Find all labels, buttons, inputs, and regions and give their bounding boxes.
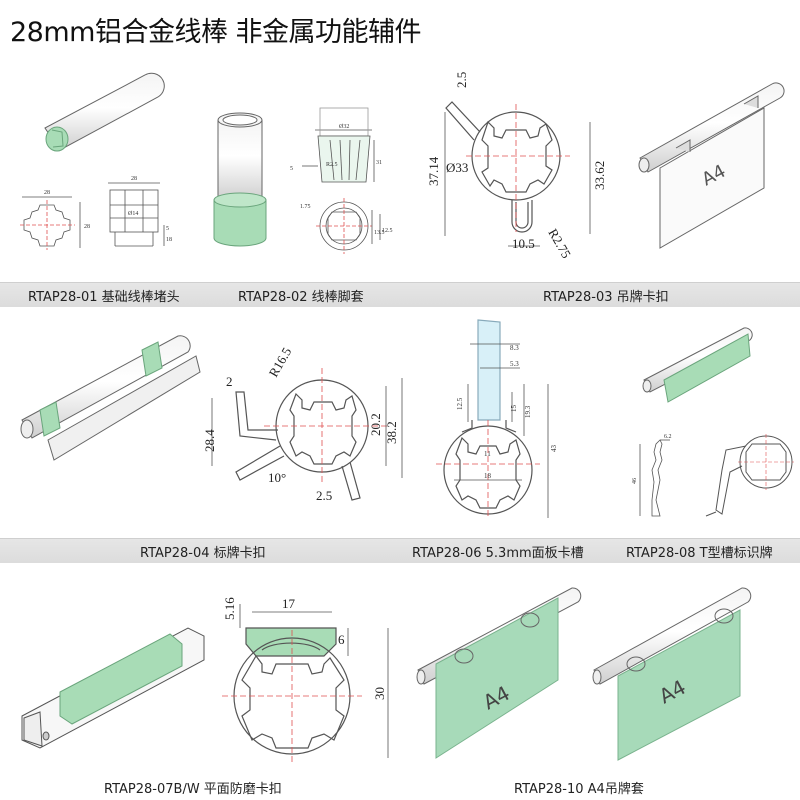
p08-dim-a: 6.2 xyxy=(664,434,672,440)
p06-dim-e: 19.3 xyxy=(524,405,532,418)
p10-a4-sign-sleeve-left xyxy=(416,587,582,759)
p06-dim-d: 15 xyxy=(510,405,518,413)
p01-front-view xyxy=(20,196,81,250)
caption-p10: RTAP28-10 A4吊牌套 xyxy=(514,782,644,797)
p07-dim-t: 6 xyxy=(338,632,345,647)
p02-dim-v: 5 xyxy=(290,166,293,172)
caption-bar-row2 xyxy=(0,538,800,563)
p06-dim-b: 5.3 xyxy=(510,360,519,368)
p04-dim-h: 28.4 xyxy=(202,429,217,452)
p07-flat-wear-clip xyxy=(21,627,205,749)
p08-mount-profile xyxy=(705,434,794,517)
caption-bar-row1 xyxy=(0,282,800,307)
p04-dim-a: 2 xyxy=(226,374,233,389)
p07-dim-h: 30 xyxy=(372,687,387,700)
p10-a4-sign-sleeve-right xyxy=(592,587,752,761)
caption-p08: RTAP28-08 T型槽标识牌 xyxy=(626,546,773,561)
p01-dim-w2: 28 xyxy=(131,176,137,182)
p04-dim-t: 2.5 xyxy=(316,488,332,503)
p03-dim-w: 10.5 xyxy=(512,236,535,251)
p06-dim-w: 18 xyxy=(484,472,492,480)
p06-dim-g: 11 xyxy=(484,450,491,458)
p07-clip-profile xyxy=(222,604,389,764)
p01-dim-h1: 28 xyxy=(84,224,90,230)
p02-bottom-view xyxy=(316,198,381,254)
p01-dim-b: 18 xyxy=(166,237,172,243)
p04-dim-b: 20.2 xyxy=(368,413,383,436)
p03-dim-h2: 33.62 xyxy=(592,161,607,190)
p03-dim-h1: 37.14 xyxy=(426,156,441,186)
p06-dim-f: 43 xyxy=(550,445,558,453)
p02-rod-foot-cover xyxy=(213,112,267,247)
p06-panel-slot-profile xyxy=(436,319,549,518)
p07-dim-w: 17 xyxy=(282,596,296,611)
p01-dim-d: Ø14 xyxy=(128,211,138,217)
p04-label-holder xyxy=(20,335,201,461)
caption-p02: RTAP28-02 线棒脚套 xyxy=(238,290,364,305)
p03-dim-d: Ø33 xyxy=(446,160,468,175)
p02-side-view xyxy=(302,107,375,183)
p03-dim-a: 2.5 xyxy=(454,72,469,88)
p08-dim-h: 46 xyxy=(632,478,638,484)
p02-dim-h: 31 xyxy=(376,160,382,166)
p04-dim-ang: 10° xyxy=(268,470,286,485)
p06-dim-a: 8.3 xyxy=(510,344,519,352)
p02-dim-r: R2.5 xyxy=(326,162,338,168)
p07-dim-a: 5.16 xyxy=(222,597,237,620)
p02-dim-u: 12.5 xyxy=(382,228,393,234)
caption-p04: RTAP28-04 标牌卡扣 xyxy=(140,546,266,561)
p04-dim-c: 38.2 xyxy=(384,421,399,444)
p08-side-profile xyxy=(639,439,670,517)
p01-dim-w1: 28 xyxy=(44,190,50,196)
p02-dim-d: Ø32 xyxy=(339,124,349,130)
caption-p06: RTAP28-06 5.3mm面板卡槽 xyxy=(412,546,584,561)
p04-holder-profile xyxy=(211,368,403,501)
p02-dim-t: 13.5 xyxy=(374,230,385,236)
p03-hanger-clip-profile xyxy=(444,101,591,247)
p01-dim-a: 5 xyxy=(166,226,169,232)
p01-rod-end-cap xyxy=(44,72,165,152)
p06-dim-c: 12.5 xyxy=(456,397,464,410)
p03-hanging-sign xyxy=(638,82,785,249)
p02-dim-s: 1.75 xyxy=(300,204,311,210)
caption-p03: RTAP28-03 吊牌卡扣 xyxy=(543,290,669,305)
caption-p07: RTAP28-07B/W 平面防磨卡扣 xyxy=(104,782,282,797)
p01-side-view xyxy=(108,182,165,247)
page-title: 28mm铝合金线棒 非金属功能辅件 xyxy=(10,17,422,48)
caption-p01: RTAP28-01 基础线棒堵头 xyxy=(28,290,180,305)
p08-t-slot-sign xyxy=(642,327,753,403)
